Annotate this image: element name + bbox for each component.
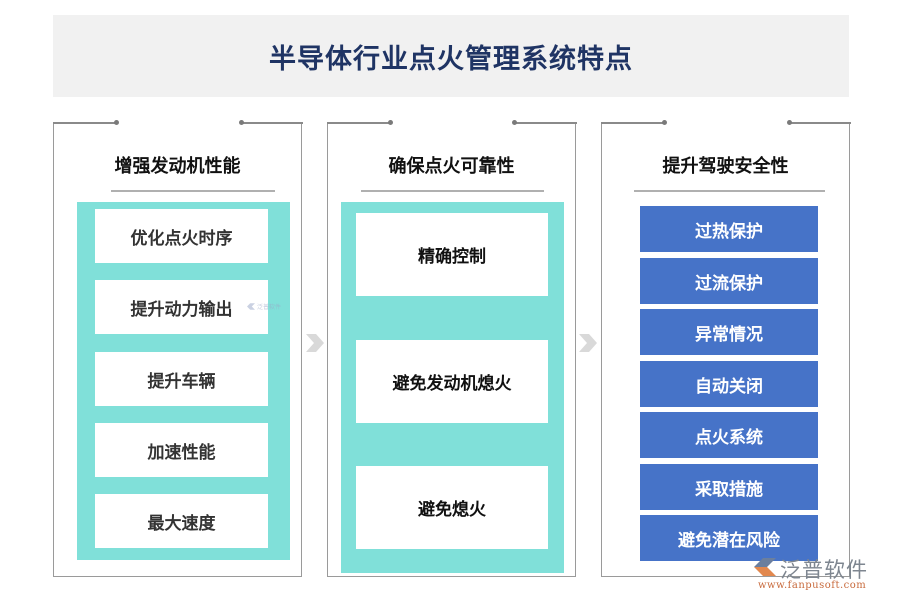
watermark-logo-icon [247,303,255,310]
chevron-right-icon [579,334,597,352]
frame-dot [787,120,792,125]
item-box: 避免熄火 [356,466,548,549]
small-watermark-text: 泛普软件 [257,304,282,311]
watermark: 泛普软件 www.fanpusoft.com [752,554,892,594]
item-box: 采取措施 [640,464,818,510]
heading-divider [361,190,544,192]
frame-line [788,122,851,124]
chevron-right-icon [306,334,324,352]
item-box: 加速性能 [95,423,268,477]
title-banner: 半导体行业点火管理系统特点 [53,15,849,97]
item-box: 点火系统 [640,412,818,458]
item-box: 最大速度 [95,494,268,548]
frame-line [514,122,577,124]
frame-dot [512,120,517,125]
panel-driving-safety: 提升驾驶安全性 过热保护 过流保护 异常情况 自动关闭 点火系统 采取措施 避免… [600,120,851,577]
panel-heading: 提升驾驶安全性 [662,156,789,177]
frame-dot [114,120,119,125]
heading-divider [111,190,275,192]
item-box: 优化点火时序 [95,209,268,263]
item-box: 提升车辆 [95,352,268,406]
frame-line [240,122,303,124]
item-box: 过流保护 [640,258,818,304]
panel-heading: 增强发动机性能 [114,156,241,177]
watermark-url: www.fanpusoft.com [758,580,867,591]
watermark-name: 泛普软件 [780,558,868,582]
frame-dot [239,120,244,125]
panel-heading: 确保点火可靠性 [388,156,515,177]
item-box: 自动关闭 [640,361,818,407]
items-container: 精确控制 避免发动机熄火 避免熄火 [341,202,564,573]
frame-dot [388,120,393,125]
page-title: 半导体行业点火管理系统特点 [269,43,633,75]
small-watermark: 泛普软件 [247,302,281,311]
frame-line [600,122,665,124]
fanpu-logo-icon [754,558,776,576]
frame-line [326,122,391,124]
items-container: 优化点火时序 提升动力输出 提升车辆 加速性能 最大速度 [77,202,290,560]
frame-line [52,122,117,124]
panel-engine-performance: 增强发动机性能 优化点火时序 提升动力输出 提升车辆 加速性能 最大速度 [52,120,303,577]
item-box: 提升动力输出 [95,280,268,334]
item-box: 异常情况 [640,309,818,355]
heading-divider [634,190,825,192]
item-box: 过热保护 [640,206,818,252]
item-box: 精确控制 [356,213,548,296]
panel-ignition-reliability: 确保点火可靠性 精确控制 避免发动机熄火 避免熄火 [326,120,577,577]
item-box: 避免潜在风险 [640,515,818,561]
item-box: 避免发动机熄火 [356,340,548,423]
frame-dot [662,120,667,125]
